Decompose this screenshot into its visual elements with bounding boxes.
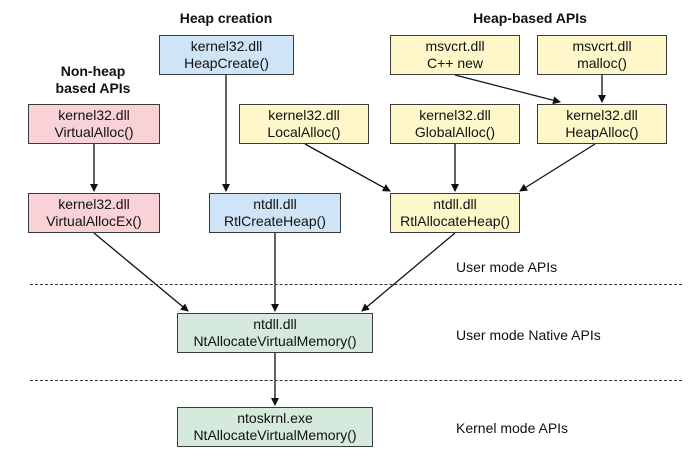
tier-label-user-native: User mode Native APIs xyxy=(456,327,601,343)
node-rtlallocateheap-line2: RtlAllocateHeap() xyxy=(400,213,510,229)
node-heapcreate-line2: HeapCreate() xyxy=(184,55,269,71)
node-rtlallocateheap-line1: ntdll.dll xyxy=(433,196,477,212)
node-msvcrt-malloc-line2: malloc() xyxy=(577,55,627,71)
node-msvcrt-new-line1: msvcrt.dll xyxy=(425,38,485,54)
node-localalloc-line2: LocalAlloc() xyxy=(267,124,341,140)
node-globalalloc-line2: GlobalAlloc() xyxy=(414,124,496,140)
node-kernel-ntavm-line1: ntoskrnl.exe xyxy=(237,410,313,426)
arrow-rtlallocateheap-to-ntavm xyxy=(361,232,456,312)
node-rtlcreateheap-line1: ntdll.dll xyxy=(253,196,297,212)
arrow-msvcrt_new-to-heapalloc xyxy=(454,74,561,105)
node-virtualallocex: kernel32.dll VirtualAllocEx() xyxy=(28,193,160,233)
non-heap-heading-line1: Non-heap xyxy=(60,63,126,79)
tier-label-kernel-mode: Kernel mode APIs xyxy=(456,420,569,436)
node-msvcrt-new: msvcrt.dll C++ new xyxy=(390,35,520,75)
node-heapalloc-line1: kernel32.dll xyxy=(566,107,638,123)
node-globalalloc-line1: kernel32.dll xyxy=(419,107,491,123)
node-kernel-ntavm-line2: NtAllocateVirtualMemory() xyxy=(193,427,357,443)
node-kernel-ntallocatevirtualmemory: ntoskrnl.exe NtAllocateVirtualMemory() xyxy=(177,407,373,447)
node-virtualallocex-line1: kernel32.dll xyxy=(58,196,130,212)
arrow-virtualallocex-to-ntavm xyxy=(93,232,189,312)
heap-creation-heading: Heap creation xyxy=(179,10,273,26)
node-rtlallocateheap: ntdll.dll RtlAllocateHeap() xyxy=(390,193,520,233)
node-rtlcreateheap-line2: RtlCreateHeap() xyxy=(224,213,326,229)
node-heapcreate-line1: kernel32.dll xyxy=(190,38,263,54)
node-localalloc-line1: kernel32.dll xyxy=(268,107,340,123)
node-heapalloc: kernel32.dll HeapAlloc() xyxy=(537,104,667,144)
arrow-heapalloc-to-rtlallocateheap xyxy=(519,143,596,192)
node-rtlcreateheap: ntdll.dll RtlCreateHeap() xyxy=(209,193,341,233)
separator-kernel xyxy=(30,380,682,381)
heap-based-apis-heading: Heap-based APIs xyxy=(473,10,587,26)
node-msvcrt-malloc: msvcrt.dll malloc() xyxy=(537,35,667,75)
node-heapalloc-line2: HeapAlloc() xyxy=(565,124,639,140)
tier-label-user-mode: User mode APIs xyxy=(456,259,558,275)
arrow-localalloc-to-rtlallocateheap xyxy=(304,143,391,192)
node-ntavm-line1: ntdll.dll xyxy=(253,316,297,332)
node-msvcrt-malloc-line1: msvcrt.dll xyxy=(572,38,632,54)
node-heapcreate: kernel32.dll HeapCreate() xyxy=(159,35,294,75)
node-msvcrt-new-line2: C++ new xyxy=(426,55,484,71)
node-ntavm-line2: NtAllocateVirtualMemory() xyxy=(193,333,357,349)
non-heap-apis-heading: Non-heap based APIs xyxy=(38,63,148,97)
node-ntallocatevirtualmemory: ntdll.dll NtAllocateVirtualMemory() xyxy=(177,313,373,353)
node-virtualalloc: kernel32.dll VirtualAlloc() xyxy=(28,104,160,144)
node-virtualallocex-line2: VirtualAllocEx() xyxy=(46,213,142,229)
node-virtualalloc-line1: kernel32.dll xyxy=(58,107,130,123)
node-localalloc: kernel32.dll LocalAlloc() xyxy=(239,104,369,144)
non-heap-heading-line2: based APIs xyxy=(55,80,131,96)
node-globalalloc: kernel32.dll GlobalAlloc() xyxy=(390,104,520,144)
separator-user-native xyxy=(30,284,682,285)
node-virtualalloc-line2: VirtualAlloc() xyxy=(54,124,134,140)
